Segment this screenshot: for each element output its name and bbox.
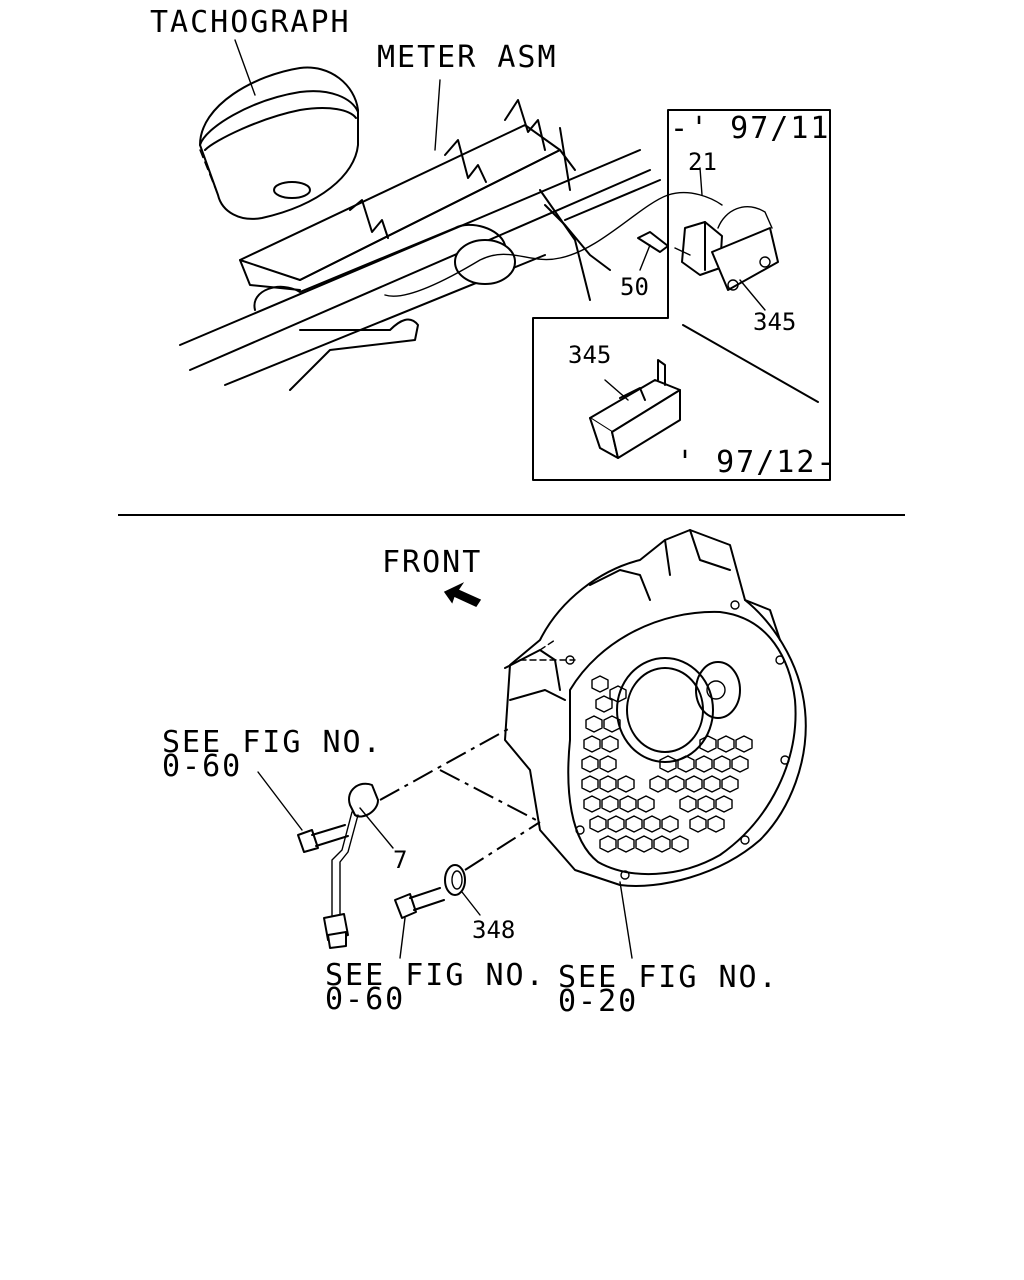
late-date-label: ' 97/12-	[676, 445, 837, 480]
seal-348	[444, 864, 466, 896]
crank-sensor-7	[323, 782, 379, 949]
ref-bottom-left-line2: 0-60	[325, 982, 405, 1017]
speedometer-cable	[384, 191, 723, 297]
tachograph-drum	[199, 66, 359, 220]
part-50-label: 50	[620, 273, 649, 301]
ref-bottom-right-line1: SEE FIG NO.	[558, 960, 779, 995]
meter-asm-bracket	[239, 99, 576, 291]
late-speed-sensor	[589, 359, 681, 459]
front-label: FRONT	[382, 545, 482, 580]
ref-bottom-left-line1: SEE FIG NO.	[325, 958, 546, 993]
bolt-bottom	[394, 887, 445, 919]
ref-left-line1: SEE FIG NO.	[162, 725, 383, 760]
part-7-label: 7	[393, 846, 407, 874]
part-21-label: 21	[688, 148, 717, 176]
ref-left-line2: 0-60	[162, 749, 242, 784]
upper-illustration	[179, 39, 831, 481]
early-speed-sensor	[637, 167, 779, 311]
ref-bottom-right-line2: 0-20	[558, 984, 638, 1019]
part-345-late-label: 345	[568, 341, 611, 369]
bolt-left	[297, 824, 349, 853]
part-345-early-label: 345	[753, 308, 796, 336]
frame-rails	[179, 127, 661, 391]
tachograph-label: TACHOGRAPH	[150, 5, 351, 40]
inset-frame	[532, 109, 831, 481]
flywheel-housing	[504, 529, 807, 887]
part-348-label: 348	[472, 916, 515, 944]
front-arrow-icon	[443, 582, 482, 607]
housing-honeycomb	[565, 600, 790, 880]
meter-asm-label: METER ASM	[377, 40, 558, 75]
early-date-label: -' 97/11	[670, 111, 831, 146]
